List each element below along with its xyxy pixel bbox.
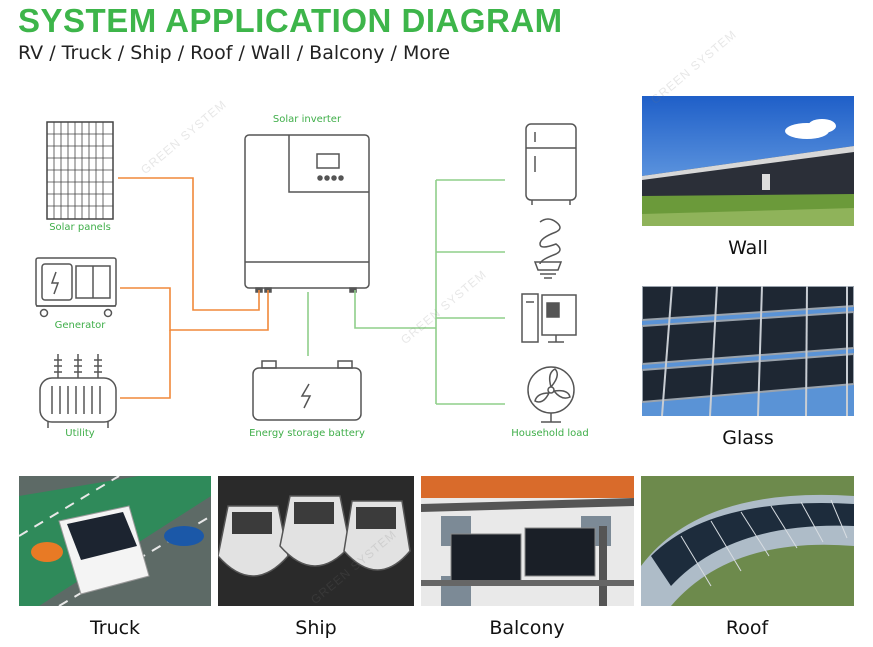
household-load-label: Household load xyxy=(511,428,589,439)
battery-icon xyxy=(252,360,362,421)
glass-photo xyxy=(642,286,854,416)
balcony-photo xyxy=(421,476,634,606)
solar-panels-label: Solar panels xyxy=(49,222,111,233)
system-diagram xyxy=(35,121,577,428)
ship-caption: Ship xyxy=(295,617,337,639)
bulb-icon xyxy=(533,218,563,279)
ship-photo xyxy=(218,476,414,606)
fridge-icon xyxy=(525,123,577,205)
generator-icon xyxy=(35,257,117,318)
source-connection-lines xyxy=(118,177,269,399)
page-title: SYSTEM APPLICATION DIAGRAM xyxy=(18,2,563,39)
wall-photo xyxy=(642,96,854,226)
truck-photo xyxy=(19,476,211,606)
roof-photo xyxy=(641,476,854,606)
roof-caption: Roof xyxy=(725,617,769,639)
inverter-label: Solar inverter xyxy=(272,114,342,125)
load-connection-lines xyxy=(307,179,505,405)
glass-caption: Glass xyxy=(722,427,774,449)
wall-caption: Wall xyxy=(728,237,768,259)
battery-label: Energy storage battery xyxy=(249,428,365,439)
utility-label: Utility xyxy=(65,428,95,439)
computer-icon xyxy=(521,293,577,343)
balcony-caption: Balcony xyxy=(489,617,565,639)
solar-panel-icon xyxy=(46,121,114,220)
fan-icon xyxy=(527,366,575,423)
generator-label: Generator xyxy=(54,320,106,331)
page-subtitle: RV / Truck / Ship / Roof / Wall / Balcon… xyxy=(18,42,451,64)
truck-caption: Truck xyxy=(89,617,141,639)
utility-icon xyxy=(39,354,117,428)
inverter-icon xyxy=(244,134,370,293)
